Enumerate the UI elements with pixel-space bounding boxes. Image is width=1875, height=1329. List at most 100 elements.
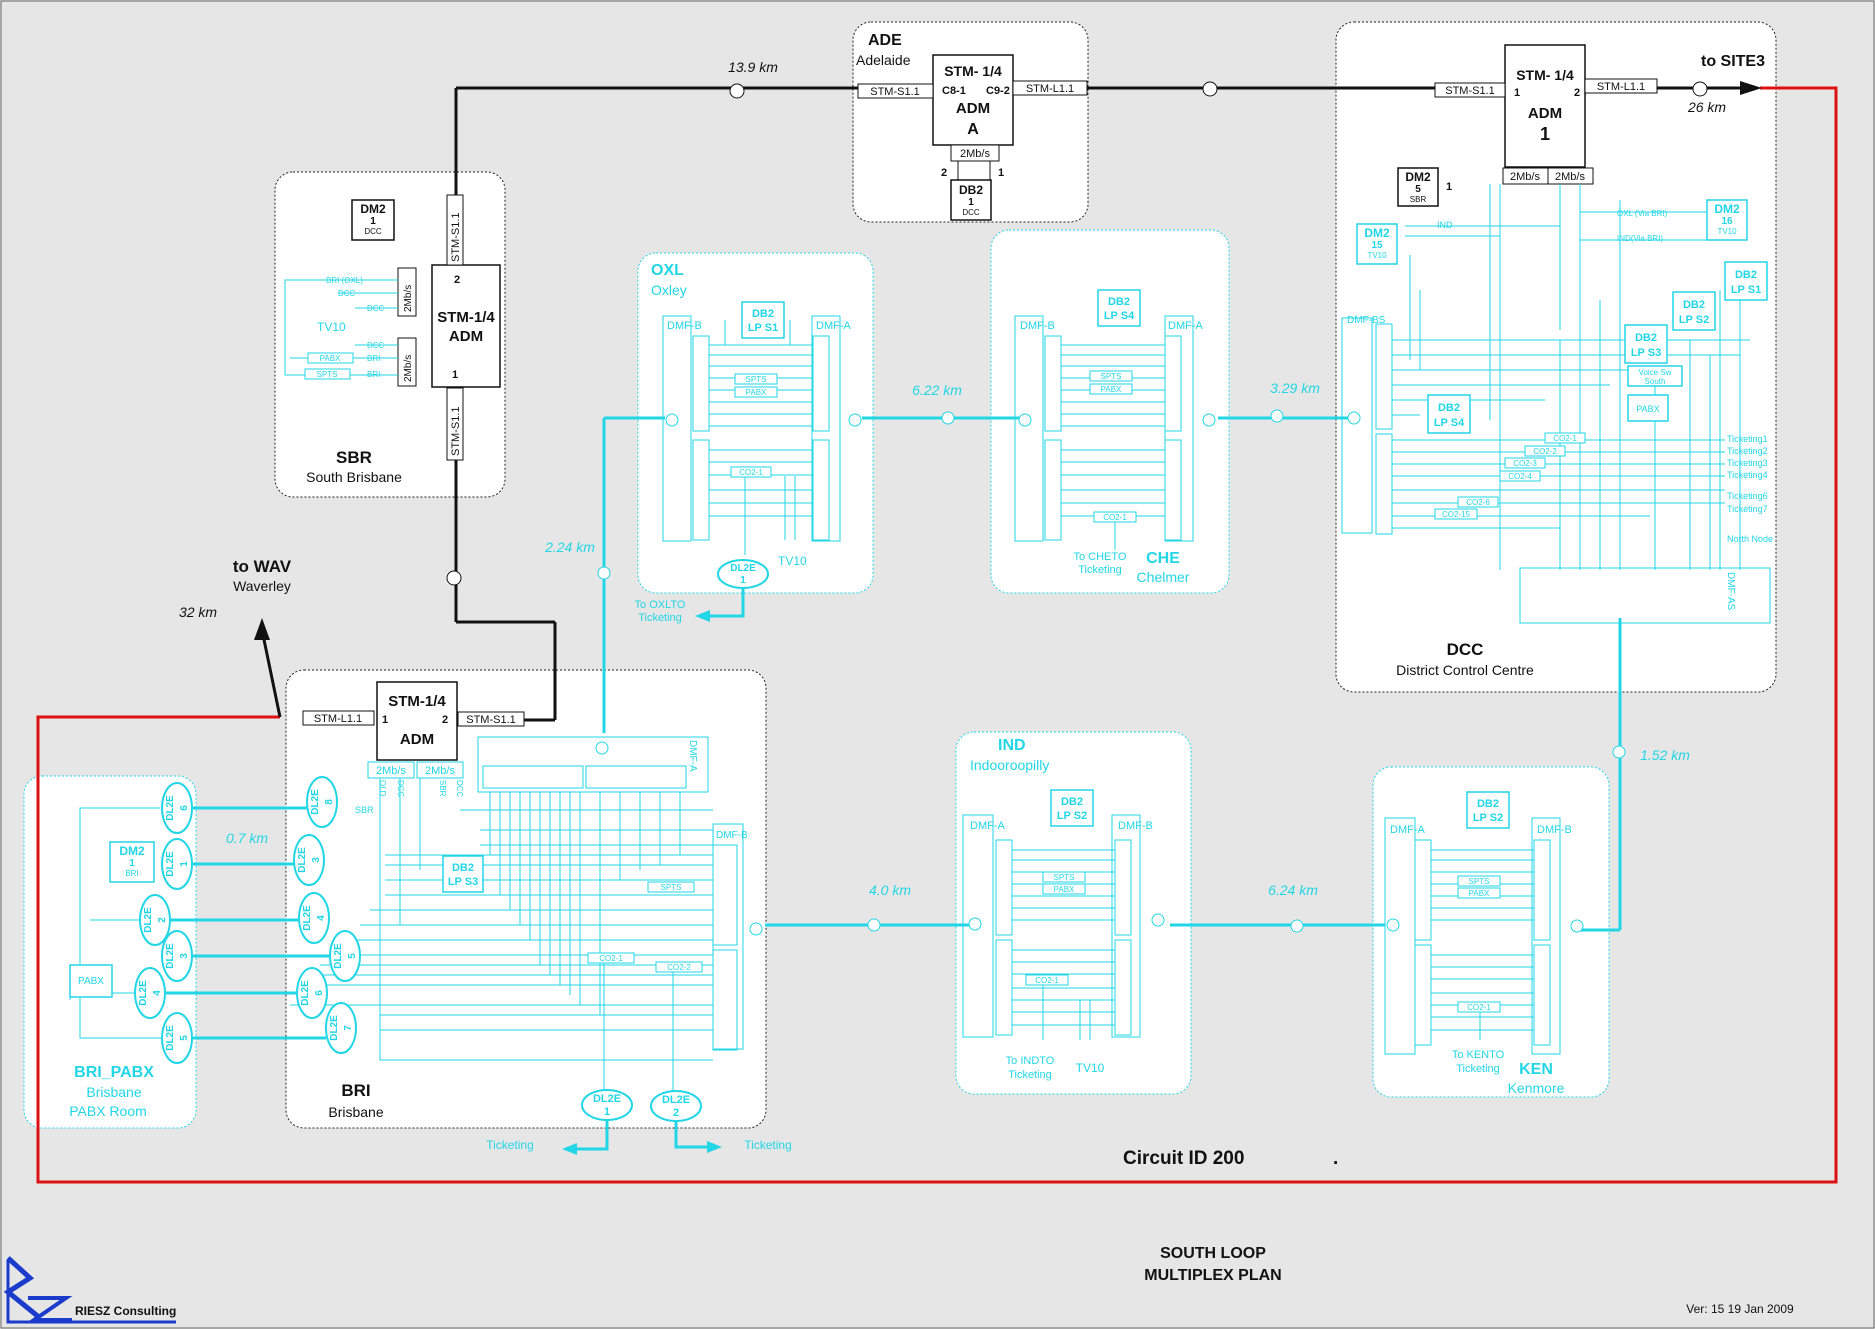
svg-text:SBR: SBR xyxy=(355,805,374,815)
svg-text:Ticketing: Ticketing xyxy=(1456,1063,1500,1075)
dist-bri-oxl: 2.24 km xyxy=(544,539,595,555)
svg-text:7: 7 xyxy=(343,1025,354,1031)
svg-text:DL2E: DL2E xyxy=(300,980,311,1006)
svg-text:Ticketing3: Ticketing3 xyxy=(1727,458,1768,468)
svg-text:IND: IND xyxy=(1437,220,1453,230)
svg-text:STM- 1/4: STM- 1/4 xyxy=(1516,67,1574,83)
svg-text:DCC: DCC xyxy=(455,780,464,798)
svg-text:CO2-3: CO2-3 xyxy=(1513,459,1537,468)
svg-text:Ticketing: Ticketing xyxy=(744,1138,792,1152)
svg-text:LP S3: LP S3 xyxy=(1631,347,1661,359)
svg-text:4: 4 xyxy=(152,990,163,996)
svg-text:2: 2 xyxy=(454,274,460,286)
dcc-pabx xyxy=(1627,394,1669,422)
sbr-adm-box xyxy=(431,264,501,388)
dcc-name: District Control Centre xyxy=(1396,662,1534,678)
ade-if-right xyxy=(1012,80,1088,96)
svg-text:DL2E: DL2E xyxy=(730,563,756,574)
sbr-code: SBR xyxy=(336,448,372,467)
svg-text:PABX: PABX xyxy=(1054,885,1075,894)
bri-adm-box xyxy=(376,681,458,761)
svg-text:DCC: DCC xyxy=(962,208,980,217)
svg-text:STM-1/4: STM-1/4 xyxy=(437,309,495,326)
svg-text:LP S1: LP S1 xyxy=(748,322,778,334)
svg-text:Ticketing: Ticketing xyxy=(486,1138,534,1152)
svg-text:LP S1: LP S1 xyxy=(1731,284,1761,296)
bri-internal-wiring xyxy=(290,736,744,1100)
svg-text:STM-L1.1: STM-L1.1 xyxy=(314,713,362,725)
dcc-dm15-box xyxy=(1356,223,1398,265)
bri-pabx-code: BRI_PABX xyxy=(74,1064,154,1081)
oxl-site-box xyxy=(637,252,874,594)
dcc-voice-sw xyxy=(1627,365,1683,387)
svg-text:1: 1 xyxy=(1540,124,1550,144)
che-db2-box xyxy=(1097,289,1141,327)
svg-text:DCC: DCC xyxy=(338,289,356,298)
sbr-dm2-box xyxy=(351,199,395,241)
svg-text:Ticketing: Ticketing xyxy=(638,612,682,624)
svg-text:6: 6 xyxy=(314,990,325,996)
bri-pabx-name2: PABX Room xyxy=(69,1103,147,1119)
svg-text:DL2E: DL2E xyxy=(593,1093,621,1105)
svg-text:DMF-BS: DMF-BS xyxy=(1347,315,1386,326)
ade-port-right: C9-2 xyxy=(986,85,1010,97)
svg-text:DM2: DM2 xyxy=(119,844,145,858)
svg-text:5: 5 xyxy=(1415,184,1421,195)
svg-text:DCC: DCC xyxy=(396,780,405,798)
svg-text:3: 3 xyxy=(179,953,190,959)
svg-text:DB2: DB2 xyxy=(1438,402,1460,414)
svg-text:SBR: SBR xyxy=(438,780,447,797)
svg-text:SPTS: SPTS xyxy=(746,375,767,384)
plan-title-1: SOUTH LOOP xyxy=(1160,1245,1266,1262)
svg-text:CO2-1: CO2-1 xyxy=(1103,513,1127,522)
svg-text:DMF-A: DMF-A xyxy=(687,740,698,772)
svg-text:To OXLTO: To OXLTO xyxy=(635,599,686,611)
ade-db2-box xyxy=(950,179,992,221)
che-dmf xyxy=(1014,315,1194,550)
svg-text:DB2: DB2 xyxy=(1108,296,1130,308)
svg-text:DMF-B: DMF-B xyxy=(716,830,748,841)
ade-if-left xyxy=(857,83,934,99)
dist-dcc-ken: 1.52 km xyxy=(1640,747,1690,763)
svg-text:DM2: DM2 xyxy=(1405,170,1431,184)
sbr-if-bot xyxy=(446,387,464,461)
svg-text:8: 8 xyxy=(324,799,335,805)
svg-text:DMF-A: DMF-A xyxy=(970,820,1005,832)
oxl-dmf xyxy=(662,315,841,555)
svg-text:Ticketing4: Ticketing4 xyxy=(1727,470,1768,480)
cyan-link-breaks xyxy=(597,409,1626,933)
svg-text:LP S2: LP S2 xyxy=(1473,812,1503,824)
svg-text:SPTS: SPTS xyxy=(317,370,338,379)
svg-text:LP S2: LP S2 xyxy=(1679,314,1709,326)
svg-text:LP S4: LP S4 xyxy=(1434,417,1465,429)
svg-text:DL2E: DL2E xyxy=(329,1015,340,1041)
svg-text:DMF-B: DMF-B xyxy=(1020,320,1055,332)
svg-text:STM-S1.1: STM-S1.1 xyxy=(450,406,462,456)
ade-if-right-label: STM-L1.1 xyxy=(1026,83,1074,95)
svg-text:PABX: PABX xyxy=(1636,404,1659,414)
pabx-box xyxy=(69,964,113,998)
dist-che-dcc: 3.29 km xyxy=(1270,380,1320,396)
ind-name: Indooroopilly xyxy=(970,757,1049,773)
svg-text:IND(Via BRI): IND(Via BRI) xyxy=(1617,234,1663,243)
dcc-dm16-box xyxy=(1706,199,1748,241)
ade-port-left: C8-1 xyxy=(942,85,966,97)
svg-text:6: 6 xyxy=(179,805,190,811)
svg-text:3: 3 xyxy=(311,857,322,863)
sbr-if-top xyxy=(446,194,464,266)
svg-text:DM2: DM2 xyxy=(360,202,386,216)
che-name: Chelmer xyxy=(1137,569,1190,585)
svg-text:DMF-A: DMF-A xyxy=(1390,824,1425,836)
svg-text:1: 1 xyxy=(179,861,190,867)
dcc-if-right xyxy=(1584,78,1658,94)
svg-text:CO2-1: CO2-1 xyxy=(1035,976,1059,985)
svg-text:DMF-B: DMF-B xyxy=(1537,824,1572,836)
dcc-dm2-box xyxy=(1397,167,1439,207)
to-site3-dist: 26 km xyxy=(1687,99,1726,115)
to-site3-arrow xyxy=(1740,81,1762,95)
ind-db2-box xyxy=(1050,789,1094,827)
svg-text:BRI: BRI xyxy=(125,869,138,878)
bri-if-right xyxy=(457,711,525,727)
svg-text:2Mb/s: 2Mb/s xyxy=(376,765,406,777)
svg-text:Voice Sw: Voice Sw xyxy=(1639,368,1672,377)
